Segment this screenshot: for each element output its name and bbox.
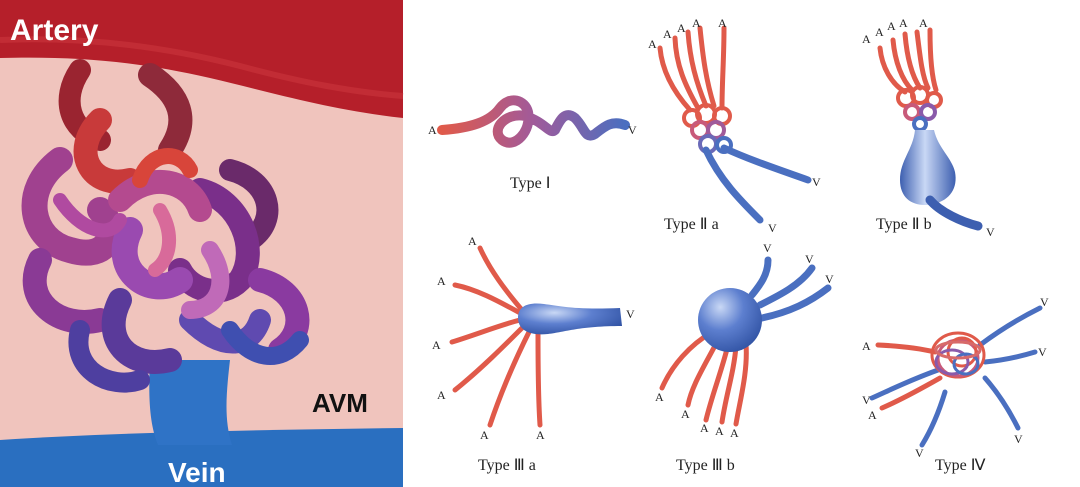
type-2b-artery-mark: A: [899, 16, 908, 30]
type-3a-arteries: [449, 245, 543, 428]
type-2a-artery-mark: A: [677, 21, 686, 35]
type-2b-artery-mark: A: [875, 25, 884, 39]
type-1-diagram: A V Type Ⅰ: [428, 95, 637, 192]
type-4-veins: [869, 305, 1043, 448]
type-3a-diagram: A A A A A A V Type Ⅲ a: [432, 234, 635, 474]
type-3a-artery-mark: A: [437, 388, 446, 402]
type-3a-artery-mark: A: [432, 338, 441, 352]
type-4-vein-mark: V: [1014, 432, 1023, 446]
type-3b-fistula-ball: [698, 288, 762, 352]
type-2b-diagram: A A A A A V Type Ⅱ b: [862, 16, 995, 239]
type-2b-artery-mark: A: [919, 16, 928, 30]
type-3b-artery-mark: A: [700, 421, 709, 435]
type-3b-vein-mark: V: [763, 241, 772, 255]
type-1-vein-mark: V: [628, 123, 637, 137]
type-2b-label: Type Ⅱ b: [876, 216, 932, 233]
type-2a-veins: [702, 144, 812, 224]
type-4-artery-mark: A: [868, 408, 877, 422]
type-4-diagram: V V V V V A A Type Ⅳ: [862, 295, 1049, 474]
draining-vein: [149, 360, 232, 445]
type-3b-vein-mark: V: [805, 252, 814, 266]
type-2a-artery-mark: A: [663, 27, 672, 41]
type-4-vein-mark: V: [1040, 295, 1049, 309]
type-4-label: Type Ⅳ: [935, 457, 986, 474]
type-2b-artery-mark: A: [862, 32, 871, 46]
type-4-vein-mark: V: [915, 446, 924, 460]
type-4-vein-mark: V: [1038, 345, 1047, 359]
type-3a-dilated-vein: [518, 303, 622, 335]
type-3b-vein-mark: V: [825, 272, 834, 286]
type-3b-artery-mark: A: [655, 390, 664, 404]
type-3b-artery-mark: A: [681, 407, 690, 421]
type-2b-arteries: [877, 27, 939, 95]
type-2a-artery-mark: A: [648, 37, 657, 51]
type-3b-artery-mark: A: [730, 426, 739, 440]
type-3a-artery-mark: A: [437, 274, 446, 288]
illustration-panel: Artery Vein AVM: [0, 0, 404, 487]
type-2a-label: Type Ⅱ a: [664, 216, 719, 233]
type-2a-diagram: A A A A A V V Type Ⅱ a: [648, 16, 821, 235]
vein-band: [0, 428, 403, 487]
type-2a-vein-mark: V: [812, 175, 821, 189]
type-2a-vein-mark: V: [768, 221, 777, 235]
type-4-nidus: [930, 331, 986, 379]
type-3a-vein-mark: V: [626, 307, 635, 321]
avm-label: AVM: [312, 388, 368, 418]
type-2a-nidus: [682, 103, 733, 154]
type-3a-artery-mark: A: [536, 428, 545, 442]
type-2a-arteries: [657, 25, 727, 113]
type-3b-diagram: V V V A A A A A Type Ⅲ b: [655, 241, 834, 474]
type-1-vessel: [437, 95, 630, 148]
type-4-vein-mark: V: [862, 393, 871, 407]
type-4-arteries: [875, 342, 943, 411]
type-2b-vein-mark: V: [986, 225, 995, 239]
avm-nidus: [21, 59, 310, 393]
type-2b-varix: [900, 130, 956, 205]
type-3a-label: Type Ⅲ a: [478, 457, 536, 474]
type-2b-nidus: [896, 85, 943, 132]
artery-label: Artery: [10, 14, 99, 47]
type-2a-artery-mark: A: [692, 16, 701, 30]
type-2a-artery-mark: A: [718, 16, 727, 30]
type-3b-veins: [748, 256, 832, 322]
type-4-artery-mark: A: [862, 339, 871, 353]
type-3b-artery-mark: A: [715, 424, 724, 438]
type-3b-label: Type Ⅲ b: [676, 457, 735, 474]
type-3a-artery-mark: A: [480, 428, 489, 442]
type-1-label: Type Ⅰ: [510, 175, 550, 192]
type-2b-artery-mark: A: [887, 19, 896, 33]
vein-label: Vein: [168, 457, 226, 487]
type-1-artery-mark: A: [428, 123, 437, 137]
type-3a-artery-mark: A: [468, 234, 477, 248]
